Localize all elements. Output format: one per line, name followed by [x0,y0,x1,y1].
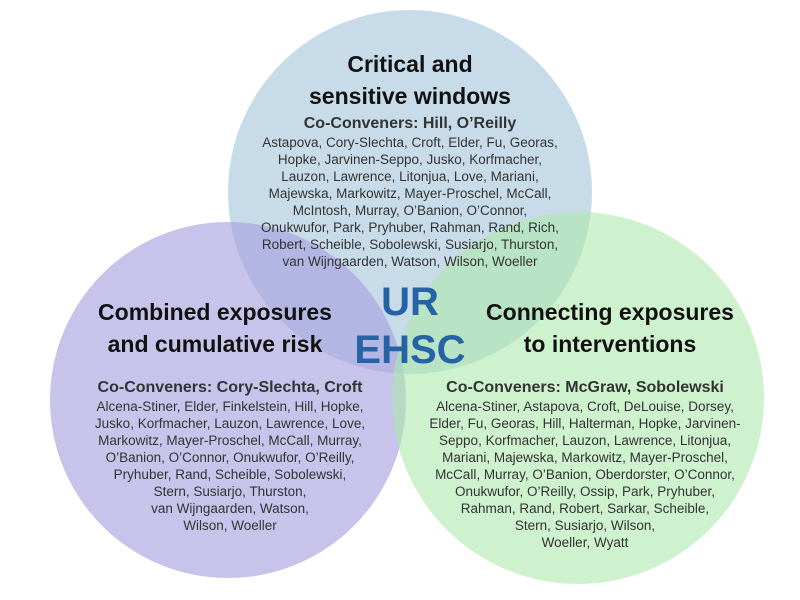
left-section: Co-Conveners: Cory-Slechta, Croft Alcena… [70,378,390,534]
member-line: McCall, Murray, O’Banion, Oberdorster, O… [435,467,735,482]
left-title-line: Combined exposures [98,299,332,325]
member-line: Alcena-Stiner, Astapova, Croft, DeLouise… [436,399,734,414]
member-line: Alcena-Stiner, Elder, Finkelstein, Hill,… [96,399,364,414]
circle-connecting-exposures [392,212,764,584]
member-line: Jusko, Korfmacher, Lauzon, Lawrence, Lov… [94,416,366,431]
member-line: Rahman, Rand, Robert, Sarkar, Scheible, [460,501,710,516]
left-coconveners: Co-Conveners: Cory-Slechta, Croft [97,379,363,396]
member-line: Lauzon, Lawrence, Litonjua, Love, Marian… [281,169,539,184]
member-line: Mariani, Majewska, Markowitz, Mayer-Pros… [442,450,728,465]
top-title-line: sensitive windows [309,83,511,109]
left-title-line: and cumulative risk [107,331,323,357]
right-coconveners: Co-Conveners: McGraw, Sobolewski [446,379,724,396]
member-line: Stern, Susiarjo, Wilson, [514,518,656,533]
member-line: Wilson, Woeller [183,518,277,533]
member-line: McIntosh, Murray, O’Banion, O’Connor, [292,203,528,218]
top-title-line: Critical and [347,51,473,77]
center-label: UR EHSC [340,278,480,374]
right-title-line: Connecting exposures [486,299,734,325]
member-line: Hopke, Jarvinen-Seppo, Jusko, Korfmacher… [277,152,543,167]
member-line: Woeller, Wyatt [541,535,629,550]
member-line: van Wijngaarden, Watson, Wilson, Woeller [282,254,538,269]
member-line: O’Banion, O’Connor, Onukwufor, O’Reilly, [105,450,355,465]
member-line: Robert, Scheible, Sobolewski, Susiarjo, … [261,237,559,252]
circle-combined-exposures [50,222,406,578]
top-coconveners: Co-Conveners: Hill, O’Reilly [303,115,517,132]
member-line: Onukwufor, Park, Pryhuber, Rahman, Rand,… [261,220,559,235]
right-title-line: to interventions [523,331,697,357]
top-section: Critical and sensitive windows Co-Conven… [210,48,610,270]
member-line: Markowitz, Mayer-Proschel, McCall, Murra… [98,433,362,448]
member-line: Seppo, Korfmacher, Lauzon, Lawrence, Lit… [439,433,731,448]
left-title: Combined exposures and cumulative risk [70,296,360,360]
member-line: Stern, Susiarjo, Thurston, [153,484,307,499]
member-line: Elder, Fu, Georas, Hill, Halterman, Hopk… [429,416,741,431]
member-line: van Wijngaarden, Watson, [151,501,309,516]
member-line: Astapova, Cory-Slechta, Croft, Elder, Fu… [262,135,558,150]
right-title: Connecting exposures to interventions [465,296,755,360]
member-line: Pryhuber, Rand, Scheible, Sobolewski, [113,467,347,482]
member-line: Onukwufor, O’Reilly, Ossip, Park, Pryhub… [454,484,716,499]
center-label-line: UR [381,280,439,324]
center-label-line: EHSC [354,328,466,372]
right-section: Co-Conveners: McGraw, Sobolewski Alcena-… [400,378,770,551]
member-line: Majewska, Markowitz, Mayer-Proschel, McC… [268,186,552,201]
